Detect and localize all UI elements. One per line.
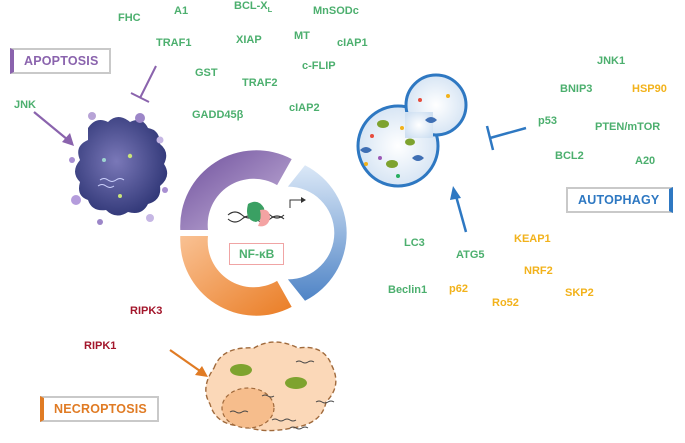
autophagosome — [356, 73, 468, 188]
autophagy-label: AUTOPHAGY — [566, 187, 674, 213]
gene-traf2: TRAF2 — [242, 77, 278, 89]
gene-a20: A20 — [635, 155, 656, 167]
gene-jnk: JNK — [14, 99, 37, 111]
gene-jnk1: JNK1 — [597, 55, 626, 67]
autophagy-inhibition-arrow — [485, 125, 527, 151]
apoptosis-inhibition-arrow — [130, 65, 157, 103]
ring-segment-autophagy — [287, 165, 347, 301]
gene-a1: A1 — [174, 5, 189, 17]
nfkb-dna-icon — [227, 197, 306, 227]
gene-ripk1: RIPK1 — [84, 340, 117, 352]
gene-nrf2: NRF2 — [524, 265, 553, 277]
gene-bcl-xl-text: BCL-X — [234, 0, 268, 12]
gene-skp2: SKP2 — [565, 287, 594, 299]
gene-bnip3: BNIP3 — [560, 83, 593, 95]
jnk-activation-arrow — [33, 111, 74, 146]
gene-atg5: ATG5 — [456, 249, 485, 261]
autophagy-activation-arrow — [450, 186, 468, 233]
gene-mt: MT — [294, 30, 310, 42]
ring-segment-necroptosis — [180, 236, 292, 316]
necroptotic-cell — [205, 341, 337, 432]
gene-gst: GST — [195, 67, 218, 79]
apoptosis-label: APOPTOSIS — [10, 48, 111, 74]
nfkb-label: NF-κB — [229, 243, 285, 265]
gene-p62: p62 — [449, 283, 468, 295]
gene-traf1: TRAF1 — [156, 37, 192, 49]
necroptosis-label: NECROPTOSIS — [40, 396, 159, 422]
gene-mnsodc: MnSODc — [313, 5, 359, 17]
gene-hsp90: HSP90 — [632, 83, 667, 95]
ring-segment-apoptosis — [180, 150, 292, 230]
gene-fhc: FHC — [118, 12, 141, 24]
gene-bcl2: BCL2 — [555, 150, 584, 162]
gene-c-flip: c-FLIP — [302, 60, 336, 72]
gene-lc3: LC3 — [404, 237, 425, 249]
necroptosis-activation-arrow — [169, 349, 208, 377]
gene-keap1: KEAP1 — [514, 233, 551, 245]
apoptotic-cell — [69, 112, 168, 225]
gene-beclin1: Beclin1 — [388, 284, 428, 296]
gene-ripk3: RIPK3 — [130, 305, 163, 317]
gene-bcl-xl-subscript: L — [267, 5, 273, 15]
gene-gadd45b: GADD45β — [192, 109, 244, 121]
gene-bcl-xl: BCL-XL — [234, 1, 272, 14]
gene-p53: p53 — [538, 115, 557, 127]
nfkb-ring — [180, 150, 347, 316]
gene-ciap1: cIAP1 — [337, 37, 368, 49]
gene-ro52: Ro52 — [492, 297, 519, 309]
gene-pten-mtor: PTEN/mTOR — [595, 121, 661, 133]
gene-ciap2: cIAP2 — [289, 102, 320, 114]
gene-xiap: XIAP — [236, 34, 262, 46]
